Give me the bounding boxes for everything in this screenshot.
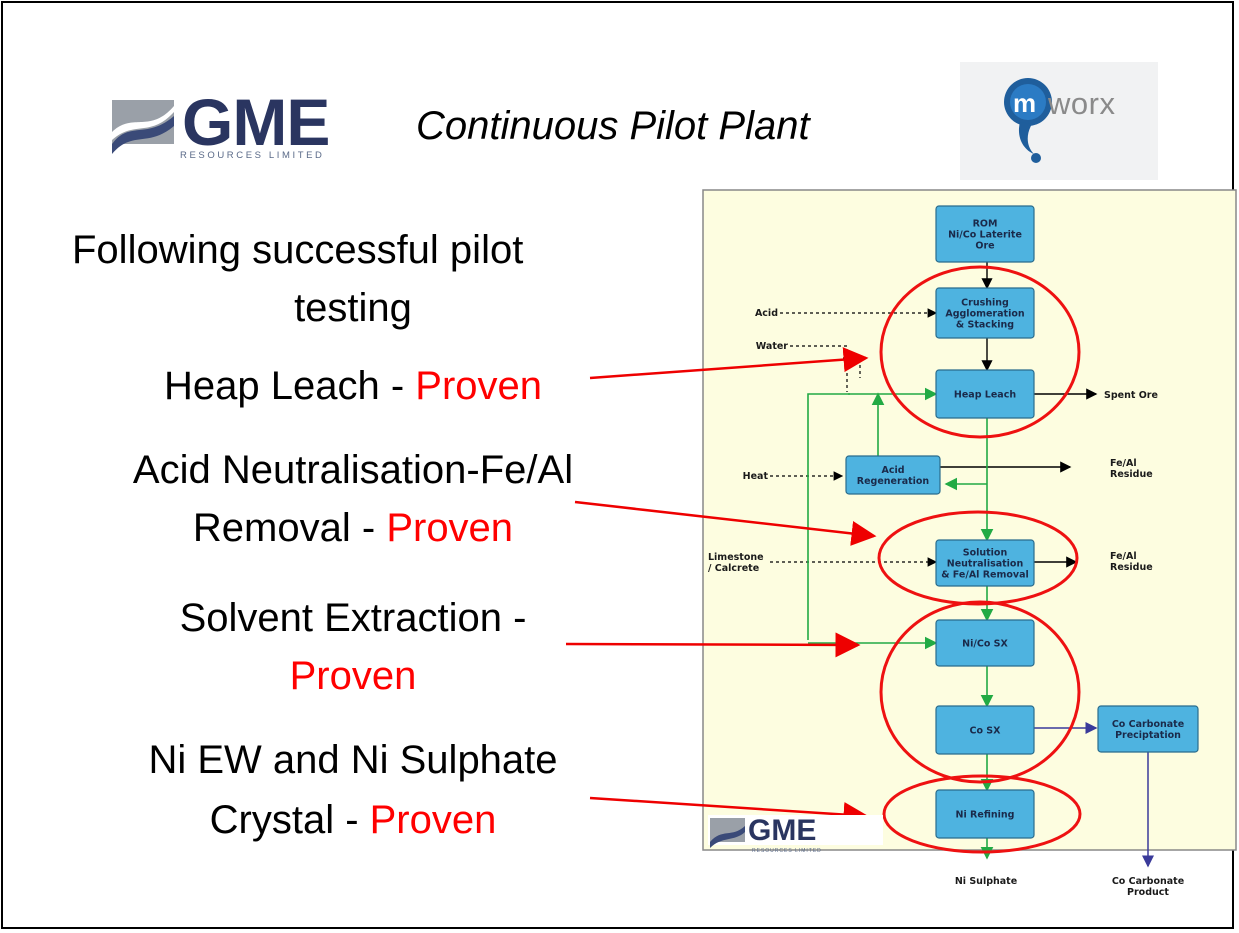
highlight-solvent-extraction [879, 600, 1081, 784]
process-box-label: Ni/Co SX [962, 639, 1008, 650]
process-box-label: Ore [975, 241, 994, 252]
process-box-label: Neutralisation [947, 559, 1024, 570]
intro-line-1: Following successful pilot [72, 228, 524, 272]
solution-flow-lines [807, 387, 994, 860]
claim-acid-line-1: Acid Neutralisation-Fe/Al [132, 448, 574, 492]
stream-label-limestone: Limestone [708, 552, 764, 563]
process-box-label: Crushing [961, 298, 1009, 309]
highlight-circles [877, 265, 1082, 854]
process-box-label: Regeneration [857, 476, 930, 487]
claim-ni-line-2: Crystal - Proven [0, 796, 706, 844]
process-box-label: Co Carbonate [1112, 719, 1184, 730]
process-box-label: & Stacking [956, 320, 1014, 331]
intro-line-2: testing [294, 286, 412, 330]
stream-label-co-carbonate-product: Product [1127, 887, 1169, 898]
stream-label-ni-sulphate: Ni Sulphate [955, 876, 1017, 887]
pointer-acid-neutralisation [574, 500, 877, 546]
process-box-label: Preciptation [1115, 730, 1181, 741]
claim-solvent-line-1: Solvent Extraction - [179, 596, 527, 640]
gme-logo-subtext: RESOURCES LIMITED [180, 150, 325, 161]
footer-gme-logo: GME RESOURCES LIMITED [708, 814, 883, 854]
process-box-label: Heap Leach [954, 390, 1016, 401]
process-box-label: Co SX [970, 726, 1002, 737]
process-box-label: Solution [963, 548, 1008, 559]
stream-label-co-carbonate-product: Co Carbonate [1112, 876, 1184, 887]
page-title: Continuous Pilot Plant [416, 104, 810, 148]
claim-heap-leach-label: Heap Leach - [163, 364, 416, 408]
process-box-co-sx: Co SX [935, 705, 1035, 755]
claim-acid-label: Removal - [192, 506, 387, 550]
process-box-label: Acid [881, 465, 904, 476]
footer-gme-wordmark: GME [748, 814, 816, 847]
stream-label-feal-residue-1: Fe/Al [1110, 458, 1137, 469]
stream-label-limestone: / Calcrete [708, 563, 759, 574]
gme-logo-wave [112, 116, 174, 154]
gme-logo [112, 100, 174, 154]
cobalt-flow-lines [1034, 722, 1154, 868]
proven-label: Proven [386, 506, 514, 550]
mworx-logo-m: m [1013, 88, 1037, 118]
stream-label-acid: Acid [755, 308, 778, 319]
process-box-label: Agglomeration [945, 309, 1024, 320]
claim-solvent-proven: Proven [289, 654, 417, 698]
mworx-logo [960, 62, 1158, 180]
pointer-arrows [565, 347, 877, 828]
proven-label: Proven [369, 798, 497, 842]
highlight-heap-leach [879, 265, 1081, 439]
stream-label-heat: Heat [743, 471, 769, 482]
stream-label-spent-ore: Spent Ore [1104, 390, 1158, 401]
claim-ni-label: Crystal - [209, 798, 370, 842]
mworx-logo-wordmark: worx [1048, 86, 1116, 121]
proven-label: Proven [415, 364, 543, 408]
process-box-label: & Fe/Al Removal [941, 570, 1029, 581]
pointer-ni-refining [589, 796, 869, 828]
claim-acid-line-2: Removal - Proven [0, 504, 706, 552]
claim-heap-leach: Heap Leach - Proven [0, 362, 706, 410]
process-box-label: Ni Refining [956, 810, 1015, 821]
mworx-logo-mark [1004, 78, 1052, 163]
highlight-solution-neutralisation [877, 510, 1079, 606]
process-box-nico-sx: Ni/Co SX [935, 619, 1035, 667]
stream-label-feal-residue-1: Residue [1110, 469, 1153, 480]
footer-gme-subtext: RESOURCES LIMITED [752, 848, 822, 854]
process-box-ni-refining: Ni Refining [935, 789, 1035, 839]
stream-label-feal-residue-2: Residue [1110, 562, 1153, 573]
process-box-label: Ni/Co Laterite [948, 230, 1022, 241]
pointer-solvent-extraction [565, 632, 861, 658]
gme-logo-wordmark: GME [182, 85, 330, 159]
process-box-heap-leach: Heap Leach [935, 369, 1035, 419]
highlight-ni-refining [882, 774, 1082, 854]
stream-label-water: Water [756, 341, 789, 352]
stream-label-feal-residue-2: Fe/Al [1110, 551, 1137, 562]
pointer-heap-leach [589, 347, 869, 380]
claim-ni-line-1: Ni EW and Ni Sulphate [148, 738, 558, 782]
process-box-label: ROM [973, 219, 998, 230]
